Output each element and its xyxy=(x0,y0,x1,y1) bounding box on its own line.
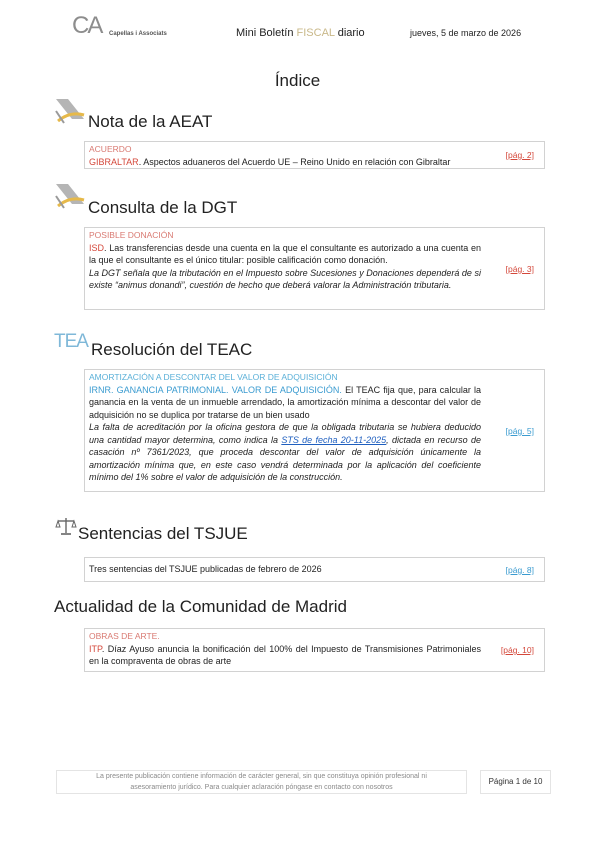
page-link-aeat[interactable]: [pág. 2] xyxy=(505,150,534,160)
page-link-teac[interactable]: [pág. 5] xyxy=(505,426,534,436)
entry-box-dgt: POSIBLE DONACIÓN ISD. Las transferencias… xyxy=(84,227,545,310)
entry-box-tsjue: Tres sentencias del TSJUE publicadas de … xyxy=(84,557,545,582)
scales-of-justice-icon xyxy=(55,518,77,535)
footer-disclaimer: La presente publicación contiene informa… xyxy=(56,770,467,794)
entry-text-tsjue: Tres sentencias del TSJUE publicadas de … xyxy=(89,564,322,574)
entry-category-aeat: ACUERDO xyxy=(89,144,132,154)
dgt-logo-icon xyxy=(55,184,85,209)
entry-category-teac: AMORTIZACIÓN A DESCONTAR DEL VALOR DE AD… xyxy=(89,372,338,382)
entry-text-teac: El TEAC fija que, para calcular la ganan… xyxy=(89,384,481,420)
entry-keyword-aeat: GIBRALTAR xyxy=(89,156,139,167)
entry-keyword-teac: IRNR. GANANCIA PATRIMONIAL. VALOR DE ADQ… xyxy=(89,384,342,395)
entry-box-aeat: ACUERDO GIBRALTAR. Aspectos aduaneros de… xyxy=(84,141,545,169)
section-title-dgt: Consulta de la DGT xyxy=(88,198,238,217)
company-logo-mark: CA xyxy=(72,12,103,39)
entry-italic-dgt: La DGT señala que la tributación en el I… xyxy=(89,267,481,291)
entry-italic-teac-pre: La falta de acreditación por la oficina … xyxy=(89,422,481,445)
teac-logo-icon: TEA xyxy=(54,331,89,352)
entry-text-dgt: . Las transferencias desde una cuenta en… xyxy=(89,242,481,266)
entry-category-madrid: OBRAS DE ARTE. xyxy=(89,631,160,641)
entry-keyword-dgt: ISD xyxy=(89,242,105,253)
bulletin-date: jueves, 5 de marzo de 2026 xyxy=(410,28,522,38)
entry-italic-teac-post: , dictada en recurso de casación nº 7361… xyxy=(89,434,481,483)
page-link-madrid[interactable]: [pág. 10] xyxy=(500,645,534,655)
entry-text-madrid: . Díaz Ayuso anuncia la bonificación del… xyxy=(89,643,481,667)
aeat-logo-icon xyxy=(55,99,85,124)
entry-box-teac: AMORTIZACIÓN A DESCONTAR DEL VALOR DE AD… xyxy=(84,369,545,492)
bulletin-title-highlight: FISCAL xyxy=(296,27,335,39)
page-link-dgt[interactable]: [pág. 3] xyxy=(505,264,534,274)
bulletin-title: Mini Boletín FISCAL diario xyxy=(236,27,365,39)
sts-link[interactable]: STS de fecha 20-11-2025 xyxy=(281,434,387,445)
entry-text-aeat: . Aspectos aduaneros del Acuerdo UE – Re… xyxy=(138,156,451,167)
bulletin-title-pre: Mini Boletín xyxy=(236,27,297,39)
footer-disclaimer-text: La presente publicación contiene informa… xyxy=(96,773,427,791)
index-title: Índice xyxy=(274,71,321,90)
entry-keyword-madrid: ITP xyxy=(89,643,102,654)
entry-category-dgt: POSIBLE DONACIÓN xyxy=(89,230,174,240)
section-title-tsjue: Sentencias del TSJUE xyxy=(78,524,248,543)
page-link-tsjue[interactable]: [pág. 8] xyxy=(505,565,534,575)
bulletin-title-post: diario xyxy=(334,27,365,39)
section-title-madrid: Actualidad de la Comunidad de Madrid xyxy=(54,597,347,616)
entry-italic-teac: La falta de acreditación por la oficina … xyxy=(89,421,481,484)
entry-box-madrid: OBRAS DE ARTE. ITP. Díaz Ayuso anuncia l… xyxy=(84,628,545,672)
company-logo-text: Capellas i Associats xyxy=(109,31,167,37)
page-number: Página 1 de 10 xyxy=(480,770,551,794)
section-title-teac: Resolución del TEAC xyxy=(91,340,253,359)
section-title-aeat: Nota de la AEAT xyxy=(88,112,213,131)
